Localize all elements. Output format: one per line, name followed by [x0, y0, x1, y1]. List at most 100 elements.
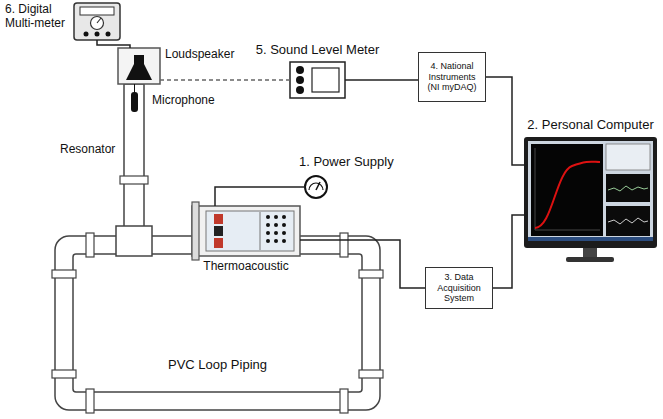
node-label: Loudspeaker	[165, 48, 234, 62]
node-label: Thermoacoustic	[203, 260, 288, 274]
multimeter-symbol-part	[84, 32, 89, 37]
wire	[345, 79, 418, 81]
multimeter-symbol-part	[95, 32, 100, 37]
pvc-loop-pipe-part	[340, 389, 348, 413]
node-label: 6. Digital Multi-meter	[5, 3, 69, 31]
thermoacoustic-device-part	[266, 223, 270, 227]
label-text: Resonator	[60, 143, 115, 157]
computer-monitor	[524, 137, 657, 262]
power-supply-symbol-part	[305, 176, 327, 198]
thermoacoustic-device-part	[206, 211, 294, 251]
pvc-loop-pipe-part	[55, 236, 380, 410]
heading: 6. Digital Multi-meter	[5, 3, 69, 31]
resonator-pipe-part	[124, 84, 144, 230]
thermoacoustic-device-part	[274, 239, 278, 243]
multimeter-symbol-part	[80, 7, 114, 15]
node-label: PVC Loop Piping	[168, 358, 267, 373]
heading: Thermoacoustic	[203, 260, 288, 274]
thermoacoustic-device-part	[266, 239, 270, 243]
sound-level-meter-symbol-part	[296, 76, 304, 84]
computer-monitor-part	[531, 144, 603, 236]
wire	[215, 187, 305, 206]
part-label: Microphone	[152, 94, 215, 108]
thermoacoustic-device-part	[214, 226, 223, 236]
computer-monitor-part	[608, 218, 648, 224]
thermoacoustic-device: Thermoacoustic	[192, 206, 300, 256]
heading: 5. Sound Level Meter	[256, 43, 380, 58]
computer-monitor-part	[535, 148, 536, 230]
thermoacoustic-device-part	[282, 231, 286, 235]
power-supply-symbol-part	[316, 182, 320, 190]
thermoacoustic-device-part	[282, 223, 286, 227]
signal-link	[160, 79, 290, 81]
thermoacoustic-device-part	[274, 231, 278, 235]
pvc-loop: PVC Loop Piping	[55, 236, 380, 410]
thermoacoustic-device-part	[260, 212, 261, 250]
node-label: 3. Data Acquisition System	[429, 272, 489, 303]
thermoacoustic-device	[192, 202, 300, 260]
power-supply-symbol-part	[309, 183, 323, 190]
sound-level-meter-symbol-part	[312, 68, 339, 92]
thermoacoustic-device-part	[282, 239, 286, 243]
multimeter-symbol-part	[97, 18, 101, 23]
loudspeaker-symbol-part	[118, 48, 160, 84]
microphone-symbol-part	[131, 92, 138, 112]
computer-monitor-part	[528, 237, 653, 241]
label-text: Microphone	[152, 94, 215, 108]
wire	[486, 77, 524, 165]
pvc-loop-pipe	[52, 233, 383, 413]
daq-box: 4. National Instruments (NI myDAQ)	[418, 52, 486, 102]
node-label: 1. Power Supply	[299, 155, 394, 170]
box-text: 4. National Instruments (NI myDAQ)	[422, 61, 482, 92]
thermoacoustic-device-part	[214, 238, 223, 248]
node-label: 2. Personal Computer	[527, 118, 653, 133]
loudspeaker: Loudspeaker	[118, 48, 160, 84]
heading: Loudspeaker	[165, 48, 234, 62]
multimeter-symbol-part	[106, 32, 111, 37]
pvc-loop-pipe-part	[359, 270, 383, 278]
computer-monitor-part	[606, 206, 650, 236]
loudspeaker-symbol	[118, 48, 160, 84]
part-label: Resonator	[60, 143, 115, 157]
power-supply-symbol	[305, 176, 327, 198]
thermoacoustic-device-part	[266, 215, 270, 219]
computer-monitor-part	[535, 230, 600, 231]
heading: PVC Loop Piping	[168, 358, 267, 373]
multimeter: 6. Digital Multi-meter	[74, 3, 120, 40]
resonator-pipe	[116, 84, 152, 256]
wire	[300, 240, 425, 288]
thermoacoustic-device-part	[282, 215, 286, 219]
daq-box: 3. Data Acquisition System	[425, 267, 493, 309]
computer-monitor-part	[524, 137, 657, 248]
computer-monitor-part	[566, 257, 614, 262]
computer-monitor-part	[528, 141, 653, 241]
thermoacoustic-device-part	[274, 223, 278, 227]
node-label: 5. Sound Level Meter	[256, 43, 380, 58]
loudspeaker-symbol-part	[134, 55, 144, 64]
computer-monitor-part	[606, 144, 650, 170]
sound-level-meter: 5. Sound Level Meter	[290, 62, 345, 98]
computer-monitor-part	[535, 162, 600, 228]
wire	[97, 40, 130, 48]
pvc-loop-pipe-part	[86, 389, 94, 413]
sound-level-meter-symbol	[290, 62, 345, 98]
pvc-loop-pipe-part	[86, 233, 94, 257]
pvc-loop-pipe-part	[52, 270, 76, 278]
computer-monitor-part	[606, 174, 650, 202]
thermoacoustic-device-part	[192, 206, 300, 256]
power-supply: 1. Power Supply	[305, 176, 327, 198]
personal-computer: 2. Personal Computer	[524, 137, 657, 248]
thermoacoustic-device-part	[192, 202, 199, 260]
computer-monitor-part	[608, 186, 648, 191]
sound-level-meter-symbol-part	[290, 62, 345, 98]
microphone-symbol	[131, 84, 138, 112]
sound-level-meter-symbol-part	[296, 66, 304, 74]
node-label: 4. National Instruments (NI myDAQ)	[422, 61, 482, 92]
thermoacoustic-device-part	[274, 215, 278, 219]
multimeter-symbol	[74, 3, 120, 40]
resonator-pipe-part	[120, 176, 148, 184]
microphone-symbol-part	[134, 84, 135, 92]
